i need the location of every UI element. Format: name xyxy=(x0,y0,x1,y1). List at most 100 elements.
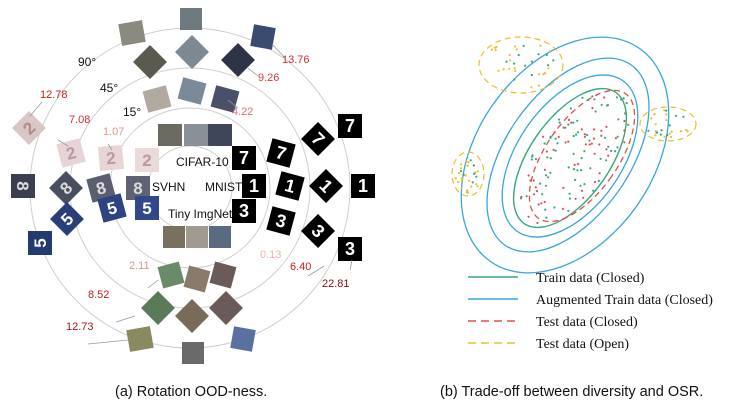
data-point xyxy=(543,142,546,145)
data-point xyxy=(572,121,575,124)
data-point xyxy=(545,150,548,153)
data-point xyxy=(607,154,610,157)
data-point xyxy=(544,208,547,211)
data-point xyxy=(617,118,620,121)
data-point xyxy=(573,163,576,166)
svhn-digit: 2 xyxy=(142,151,151,170)
data-point xyxy=(536,221,539,225)
data-point xyxy=(603,136,607,139)
data-point xyxy=(580,157,583,160)
tiny-thumb xyxy=(163,226,185,248)
mnist-digit: 3 xyxy=(345,239,355,259)
data-point xyxy=(547,176,550,179)
legend-label-test-closed: Test data (Closed) xyxy=(536,315,638,330)
data-point xyxy=(685,128,688,132)
data-point xyxy=(539,44,542,47)
data-point xyxy=(620,98,623,101)
ood-value: 0.13 xyxy=(260,249,281,261)
cifar-thumb xyxy=(177,77,207,105)
data-point xyxy=(606,104,610,107)
data-point xyxy=(605,148,608,151)
data-point xyxy=(460,180,463,183)
data-point xyxy=(539,182,542,185)
legend-label-augmented: Augmented Train data (Closed) xyxy=(536,293,713,308)
data-point xyxy=(513,67,516,70)
data-point xyxy=(552,148,555,151)
data-point xyxy=(580,128,583,131)
data-point xyxy=(552,59,555,62)
data-point xyxy=(581,96,584,99)
data-point xyxy=(460,177,463,180)
data-point xyxy=(579,184,582,187)
cifar-thumb xyxy=(175,35,209,69)
dataset-label-svhn: SVHN xyxy=(152,180,185,194)
data-point xyxy=(468,179,471,182)
data-point xyxy=(576,131,580,134)
data-point xyxy=(544,184,547,187)
data-point xyxy=(647,129,650,132)
svhn-digit: 5 xyxy=(142,199,151,218)
data-point xyxy=(593,128,596,131)
data-point xyxy=(505,60,508,63)
data-point xyxy=(531,154,534,157)
data-point xyxy=(467,161,470,164)
data-point xyxy=(663,109,666,112)
data-point xyxy=(527,174,530,177)
cifar-thumb xyxy=(210,85,240,113)
data-point xyxy=(569,107,572,110)
mnist-digit: 1 xyxy=(358,176,368,196)
data-point xyxy=(665,109,668,112)
data-point xyxy=(475,175,478,178)
cifar-thumb xyxy=(142,85,172,113)
data-point xyxy=(575,133,578,136)
data-point xyxy=(668,132,671,135)
data-point xyxy=(567,118,571,121)
legend: Train data (Closed) Augmented Train data… xyxy=(468,271,713,352)
data-point xyxy=(562,126,565,129)
data-point xyxy=(561,207,564,210)
data-point xyxy=(567,209,570,212)
data-point xyxy=(548,50,551,53)
ood-value: 7.08 xyxy=(69,114,90,126)
data-point xyxy=(585,133,589,137)
data-point xyxy=(530,158,533,161)
data-point xyxy=(546,156,549,159)
legend-label-train: Train data (Closed) xyxy=(536,271,645,286)
augmented-train-ellipses xyxy=(460,36,670,274)
data-point xyxy=(549,157,552,160)
data-point xyxy=(623,119,626,123)
data-point xyxy=(517,53,520,57)
data-point xyxy=(615,96,618,99)
data-point xyxy=(625,102,628,105)
angle-label-90: 90° xyxy=(78,55,96,69)
data-point xyxy=(558,118,561,121)
data-point xyxy=(598,143,601,146)
data-point xyxy=(593,152,596,155)
data-point xyxy=(515,48,518,51)
data-point xyxy=(580,189,584,192)
data-point xyxy=(562,186,565,189)
data-point xyxy=(582,196,585,199)
data-point xyxy=(669,135,672,138)
mnist-digit: 3 xyxy=(274,210,289,232)
data-point xyxy=(656,131,659,134)
data-point xyxy=(670,130,673,133)
cifar-thumb xyxy=(208,124,232,146)
data-point xyxy=(567,166,570,169)
data-point xyxy=(659,133,662,136)
data-point xyxy=(549,136,552,139)
dataset-label-tinyimagenet: Tiny ImgNet xyxy=(168,207,233,221)
data-point xyxy=(597,179,600,182)
data-point xyxy=(568,197,571,200)
data-point xyxy=(593,98,596,101)
tiny-thumb xyxy=(141,291,175,325)
data-point xyxy=(459,170,462,173)
data-point xyxy=(530,73,533,77)
data-point xyxy=(544,174,548,177)
data-point xyxy=(589,167,592,170)
data-point xyxy=(508,67,511,70)
data-point xyxy=(558,121,561,124)
tiny-thumb xyxy=(209,261,237,289)
ood-value: 12.73 xyxy=(66,321,94,333)
mnist-digit: 7 xyxy=(274,142,289,164)
